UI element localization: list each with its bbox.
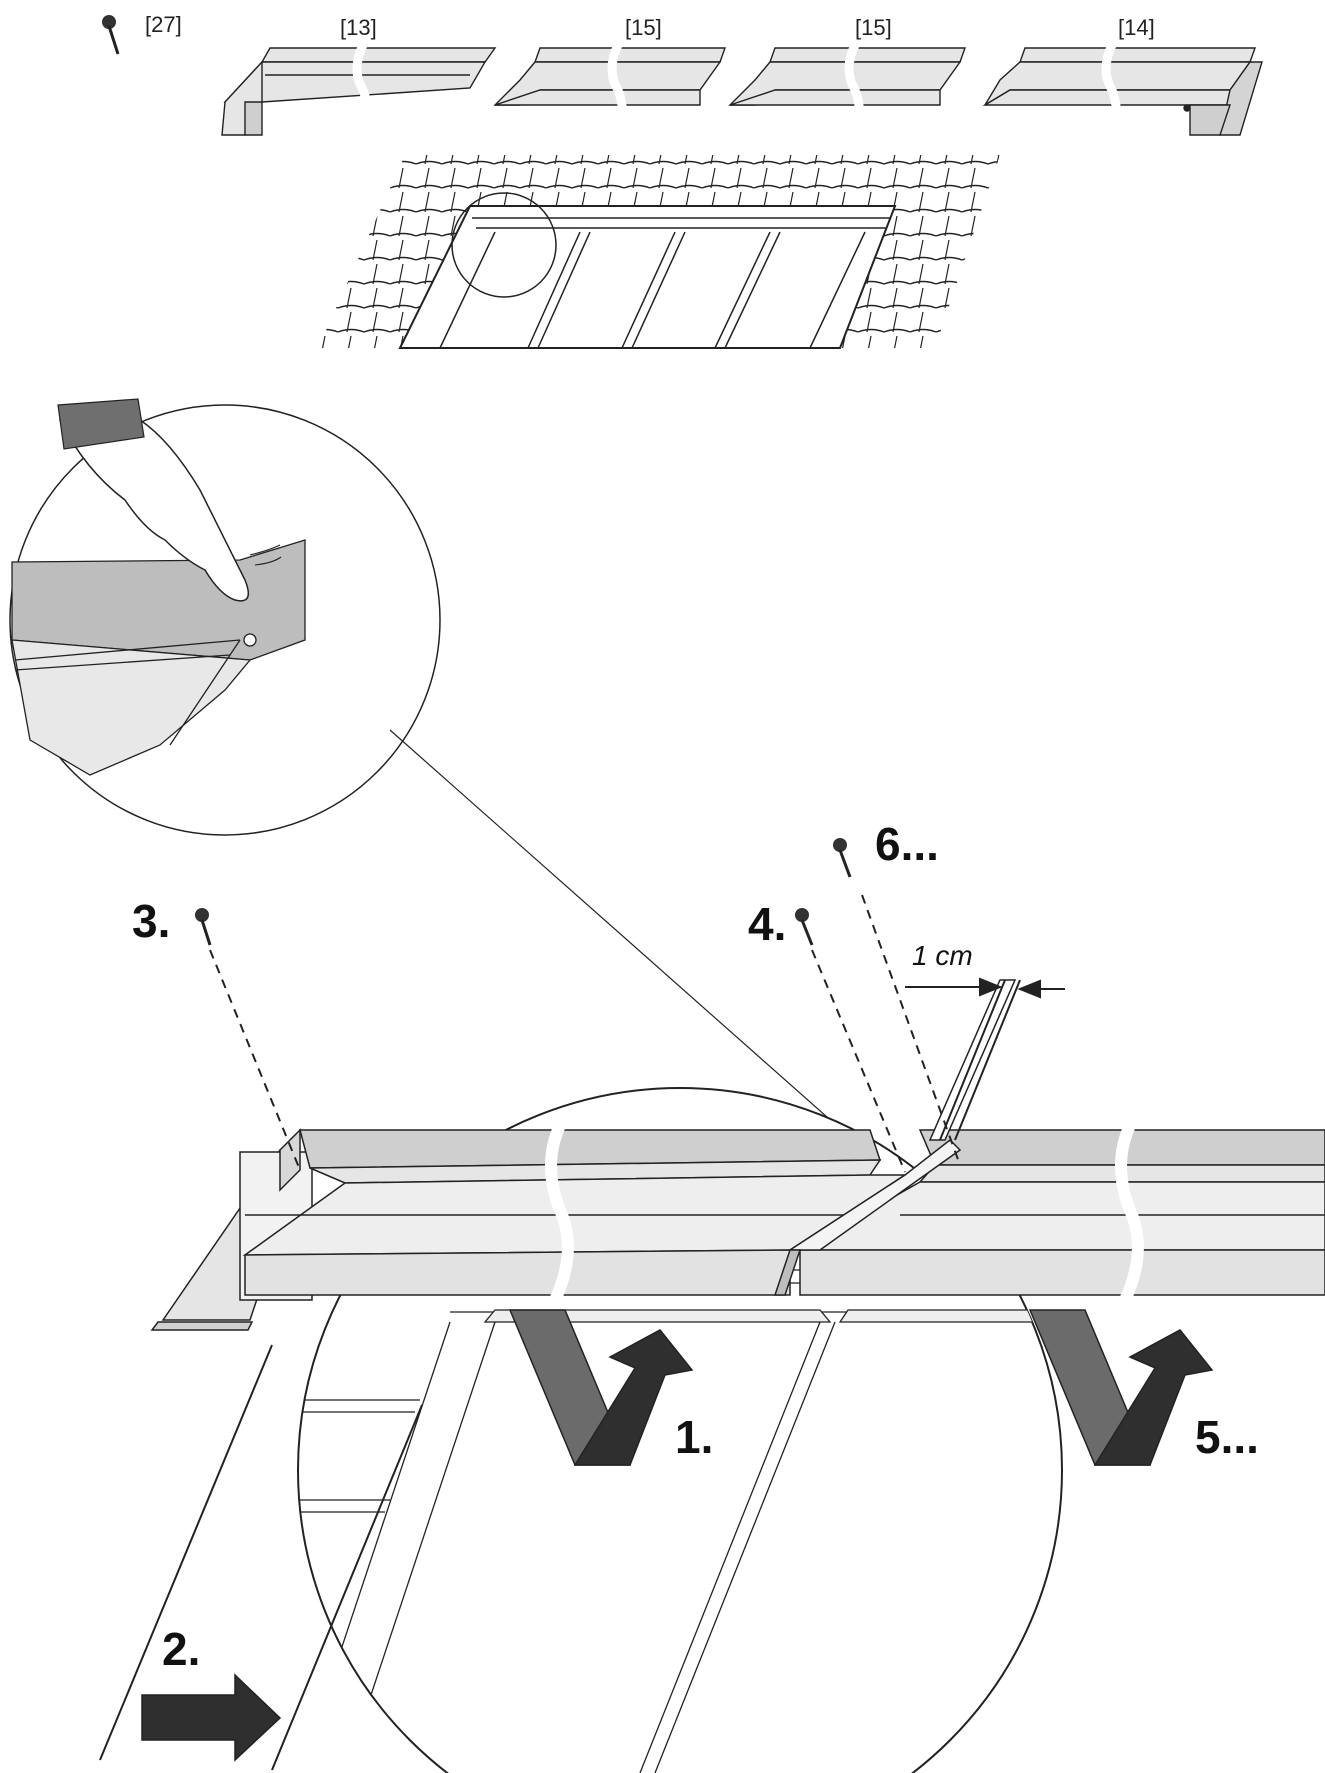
screw-icon: [833, 838, 847, 852]
dimension-gap: [905, 977, 1065, 1141]
step-label-1: 1.: [675, 1411, 713, 1463]
step-label-2: 2.: [162, 1623, 200, 1675]
screw-icon: [795, 908, 809, 922]
flashing-assembly: [150, 979, 1325, 1331]
break-marks: [352, 43, 1121, 143]
part-label-left: [13]: [340, 15, 377, 40]
detail-circle-small: [451, 192, 557, 298]
arrow-step-5: [1028, 1309, 1214, 1466]
flashing-piece-middle-b: [728, 47, 966, 106]
callout-leader: [389, 729, 863, 1149]
window-panes: [439, 231, 866, 349]
flashing-piece-middle-a: [493, 47, 726, 106]
screw-icon: [195, 908, 209, 922]
step-label-5: 5...: [1195, 1411, 1259, 1463]
parts-list: [27] [13] [15] [15]: [102, 12, 1263, 143]
screw-6: [833, 838, 961, 1166]
screw-4: [795, 908, 906, 1173]
flashing-piece-right: [982, 47, 1263, 136]
step-label-6: 6...: [875, 818, 939, 870]
part-label-middle-b: [15]: [855, 15, 892, 40]
screw-3: [195, 908, 301, 1171]
part-label-middle-a: [15]: [625, 15, 662, 40]
arrow-step-1: [508, 1309, 694, 1466]
part-label-screw: [27]: [145, 12, 182, 37]
sleeve: [57, 398, 145, 450]
step-label-4: 4.: [748, 898, 786, 950]
window-frame: [398, 205, 897, 349]
step-label-3: 3.: [132, 895, 170, 947]
detail-callout: [9, 398, 863, 1149]
roof-overview: [318, 155, 1000, 349]
screw-icon: [102, 15, 120, 55]
detail-flashing-side: [11, 639, 252, 776]
part-label-right: [14]: [1118, 15, 1155, 40]
assembly-break-marks: [545, 1122, 1144, 1303]
hand-icon: [58, 409, 250, 602]
arrow-step-2: [141, 1673, 282, 1762]
dimension-label: 1 cm: [912, 940, 973, 971]
slide-guide-lines: [99, 1344, 423, 1771]
